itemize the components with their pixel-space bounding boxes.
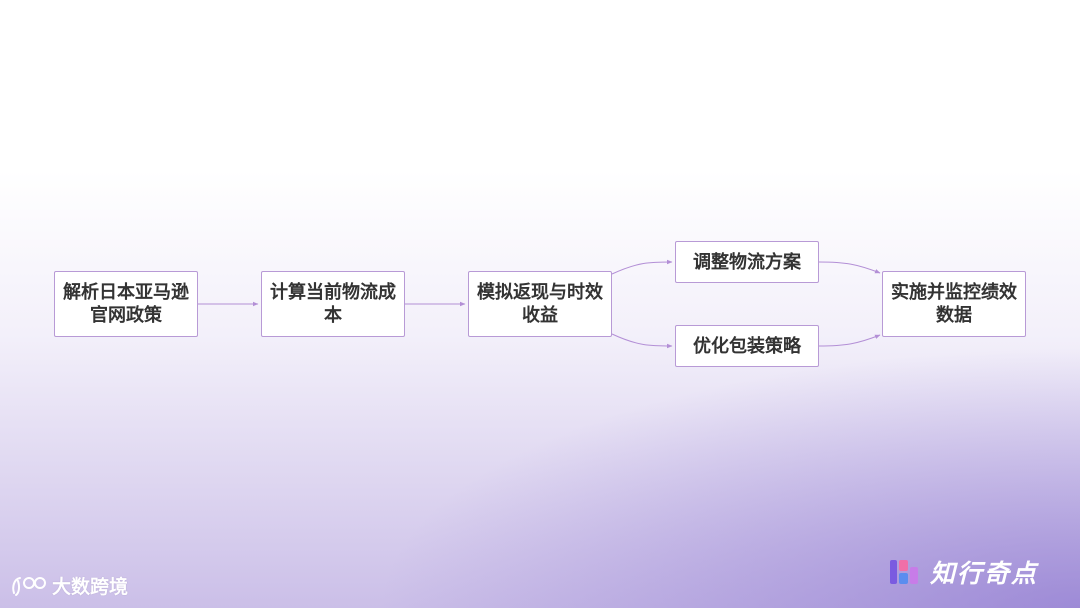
node-simulate: 模拟返现与时效收益	[468, 271, 612, 337]
node-parse-policy: 解析日本亚马逊官网政策	[54, 271, 198, 337]
edge-simulate-to-optimize	[611, 333, 673, 349]
dashuju-logo-icon	[12, 576, 46, 596]
node-calc-cost: 计算当前物流成本	[261, 271, 405, 337]
zhixing-logo-icon	[890, 560, 918, 584]
edge-simulate-to-adjust	[611, 259, 673, 275]
watermark: 大数跨境	[10, 572, 128, 599]
node-optimize-pack: 优化包装策略	[675, 325, 819, 367]
edge-adjust-to-implement	[818, 261, 881, 274]
watermark-text: 大数跨境	[52, 576, 129, 598]
brand-name: 知行奇点	[930, 559, 1039, 588]
node-adjust-plan: 调整物流方案	[675, 241, 819, 283]
node-implement: 实施并监控绩效数据	[882, 271, 1026, 337]
brand: 知行奇点	[888, 554, 1038, 590]
edge-optimize-to-implement	[818, 334, 881, 347]
